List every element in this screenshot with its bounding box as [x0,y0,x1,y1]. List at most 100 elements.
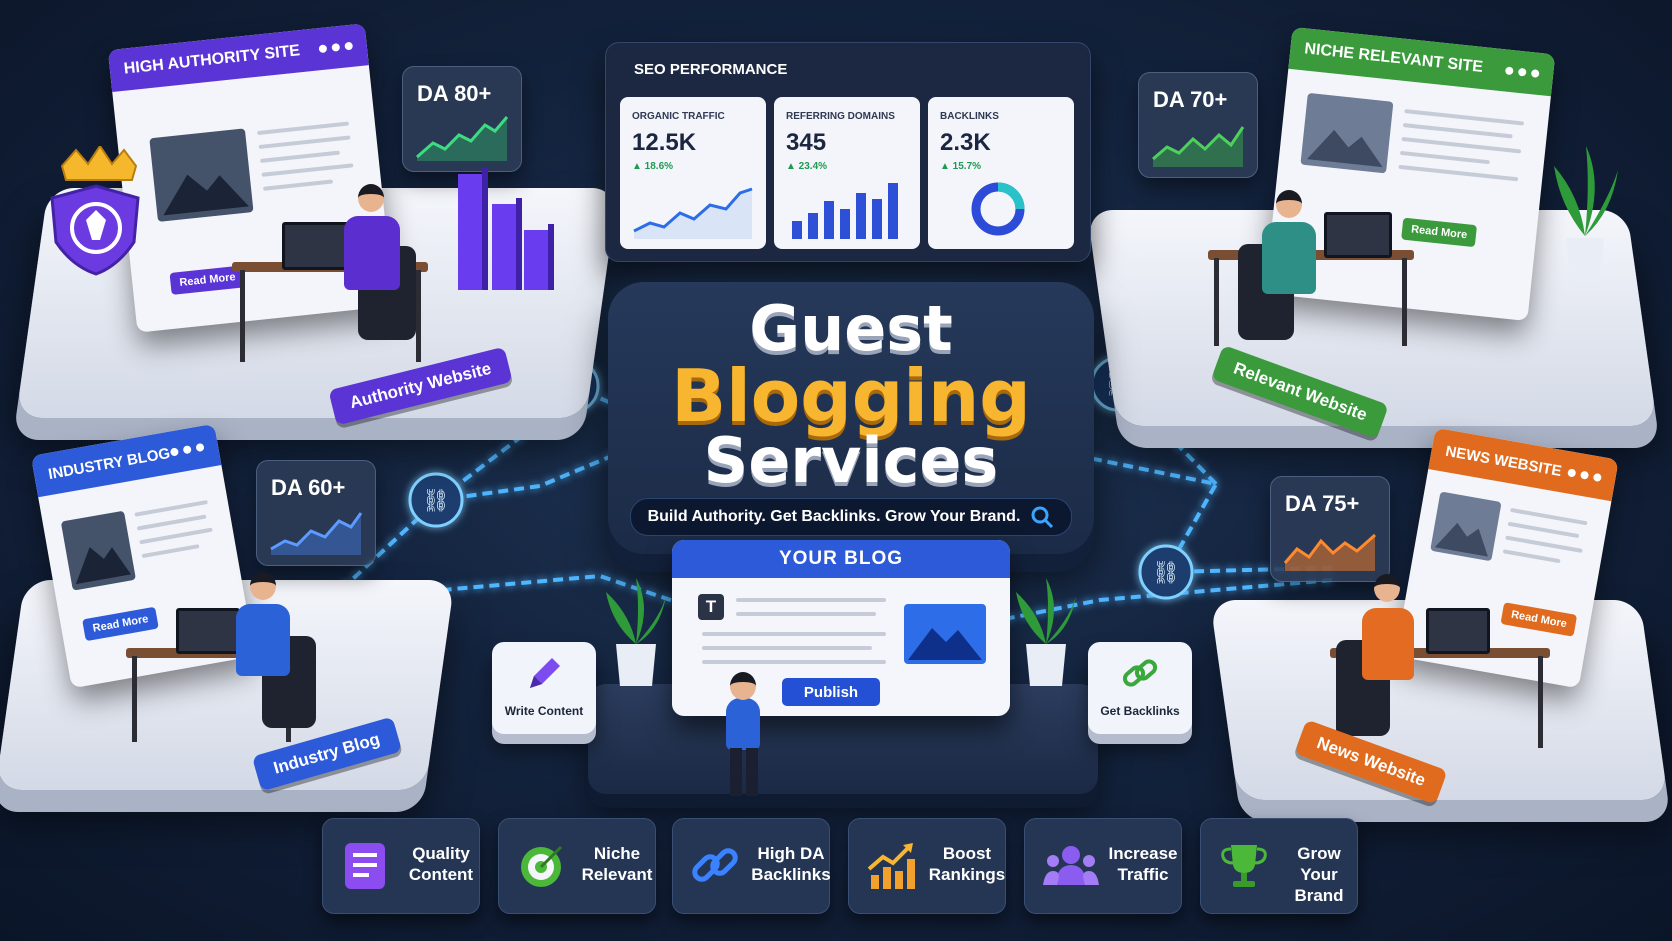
stat-label: REFERRING DOMAINS [786,111,895,122]
get-backlinks-card: Get Backlinks [1088,642,1192,734]
potted-plant-icon [1016,578,1076,686]
window-dots-icon [1504,66,1540,78]
read-more-button[interactable]: Read More [82,606,160,642]
donut-chart-icon [971,182,1025,236]
svg-text:⛓: ⛓ [1152,561,1180,586]
document-icon [345,843,385,889]
write-content-card: Write Content [492,642,596,734]
rising-chart-icon [867,843,915,889]
stat-change: ▲ 23.4% [786,161,828,172]
industry-site-window: INDUSTRY BLOG Read More [30,423,256,689]
authority-site-window: HIGH AUTHORITY SITE Read More [107,23,395,333]
tagline-text: Build Authority. Get Backlinks. Grow You… [647,508,1021,525]
svg-text:⛓: ⛓ [422,489,450,514]
da-60-label: DA 60+ [271,475,346,500]
get-backlinks-label: Get Backlinks [1100,704,1180,718]
bar-chart-icon [792,183,898,239]
authority-site-title: HIGH AUTHORITY SITE [123,42,301,78]
bar-chart-icon [458,168,554,290]
trophy-icon [1221,845,1267,887]
link-icon [692,848,738,882]
da-70-label: DA 70+ [1153,87,1228,112]
stat-change: ▲ 18.6% [632,161,674,172]
hero-title-line-3: Services [703,424,999,497]
niche-site-title: NICHE RELEVANT SITE [1303,40,1484,76]
stat-change: ▲ 15.7% [940,161,982,172]
person-head [730,672,756,700]
search-icon[interactable] [1030,505,1054,529]
trend-up-icon [1283,533,1376,571]
person-head [1374,574,1400,602]
seo-panel-title: SEO PERFORMANCE [634,61,788,78]
da-75-tile: DA 75+ [1270,476,1390,582]
person-head [358,184,384,212]
person-head [1276,190,1302,218]
person-head [250,572,276,600]
person-figure [1262,222,1316,294]
seo-performance-panel: SEO PERFORMANCE ORGANIC TRAFFIC 12.5K ▲ … [605,42,1091,262]
news-site-window: NEWS WEBSITE Read More [1395,427,1619,689]
image-placeholder-icon [1300,92,1394,174]
da-80-tile: DA 80+ [402,66,522,172]
person-figure [1362,608,1414,680]
stat-value: 12.5K [632,129,697,156]
pencil-icon [530,658,560,688]
news-site-title: NEWS WEBSITE [1444,442,1563,480]
da-75-label: DA 75+ [1285,491,1360,516]
person-figure [726,698,760,750]
link-icon [1122,659,1158,687]
read-more-button[interactable]: Read More [1500,602,1578,637]
write-content-label: Write Content [504,704,584,718]
hero-title-line-1: Guest [749,292,953,365]
chain-link-icon: ⛓ [408,472,464,528]
publish-button[interactable]: Publish [782,678,880,706]
niche-site-window: NICHE RELEVANT SITE Read More [1264,26,1556,322]
potted-plant-icon [1554,146,1618,282]
users-icon [1043,846,1099,885]
industry-site-title: INDUSTRY BLOG [46,444,172,483]
image-placeholder-icon [149,128,254,222]
hero-title-block: Guest Blogging Services Build Authority.… [608,282,1094,554]
stat-label: ORGANIC TRAFFIC [632,111,725,122]
da-70-tile: DA 70+ [1138,72,1258,178]
stat-label: BACKLINKS [940,111,999,122]
your-blog-title: YOUR BLOG [672,540,1010,578]
chain-link-icon: ⛓ [1138,544,1194,600]
text-format-icon: T [698,594,724,620]
stat-value: 345 [786,129,827,156]
read-more-button[interactable]: Read More [1401,217,1478,248]
image-placeholder-icon [60,510,136,591]
tagline-search-bar[interactable]: Build Authority. Get Backlinks. Grow You… [630,498,1072,536]
stat-card-referring-domains: REFERRING DOMAINS 345 ▲ 23.4% [774,97,920,249]
potted-plant-icon [606,578,666,686]
person-figure [236,604,290,676]
target-icon [521,845,563,887]
laptop-icon [1426,608,1490,654]
stat-card-backlinks: BACKLINKS 2.3K ▲ 15.7% [928,97,1074,249]
laptop-icon [282,222,352,270]
stat-card-organic-traffic: ORGANIC TRAFFIC 12.5K ▲ 18.6% [620,97,766,249]
trend-up-icon [416,116,509,161]
person-figure [344,216,400,290]
stat-value: 2.3K [940,129,991,156]
line-chart-icon [633,187,753,239]
image-placeholder-icon [904,604,986,664]
window-dots-icon [169,442,205,457]
trend-up-icon [1152,126,1245,167]
window-dots-icon [318,41,354,54]
window-dots-icon [1567,468,1602,483]
da-60-tile: DA 60+ [256,460,376,566]
laptop-icon [176,608,240,654]
